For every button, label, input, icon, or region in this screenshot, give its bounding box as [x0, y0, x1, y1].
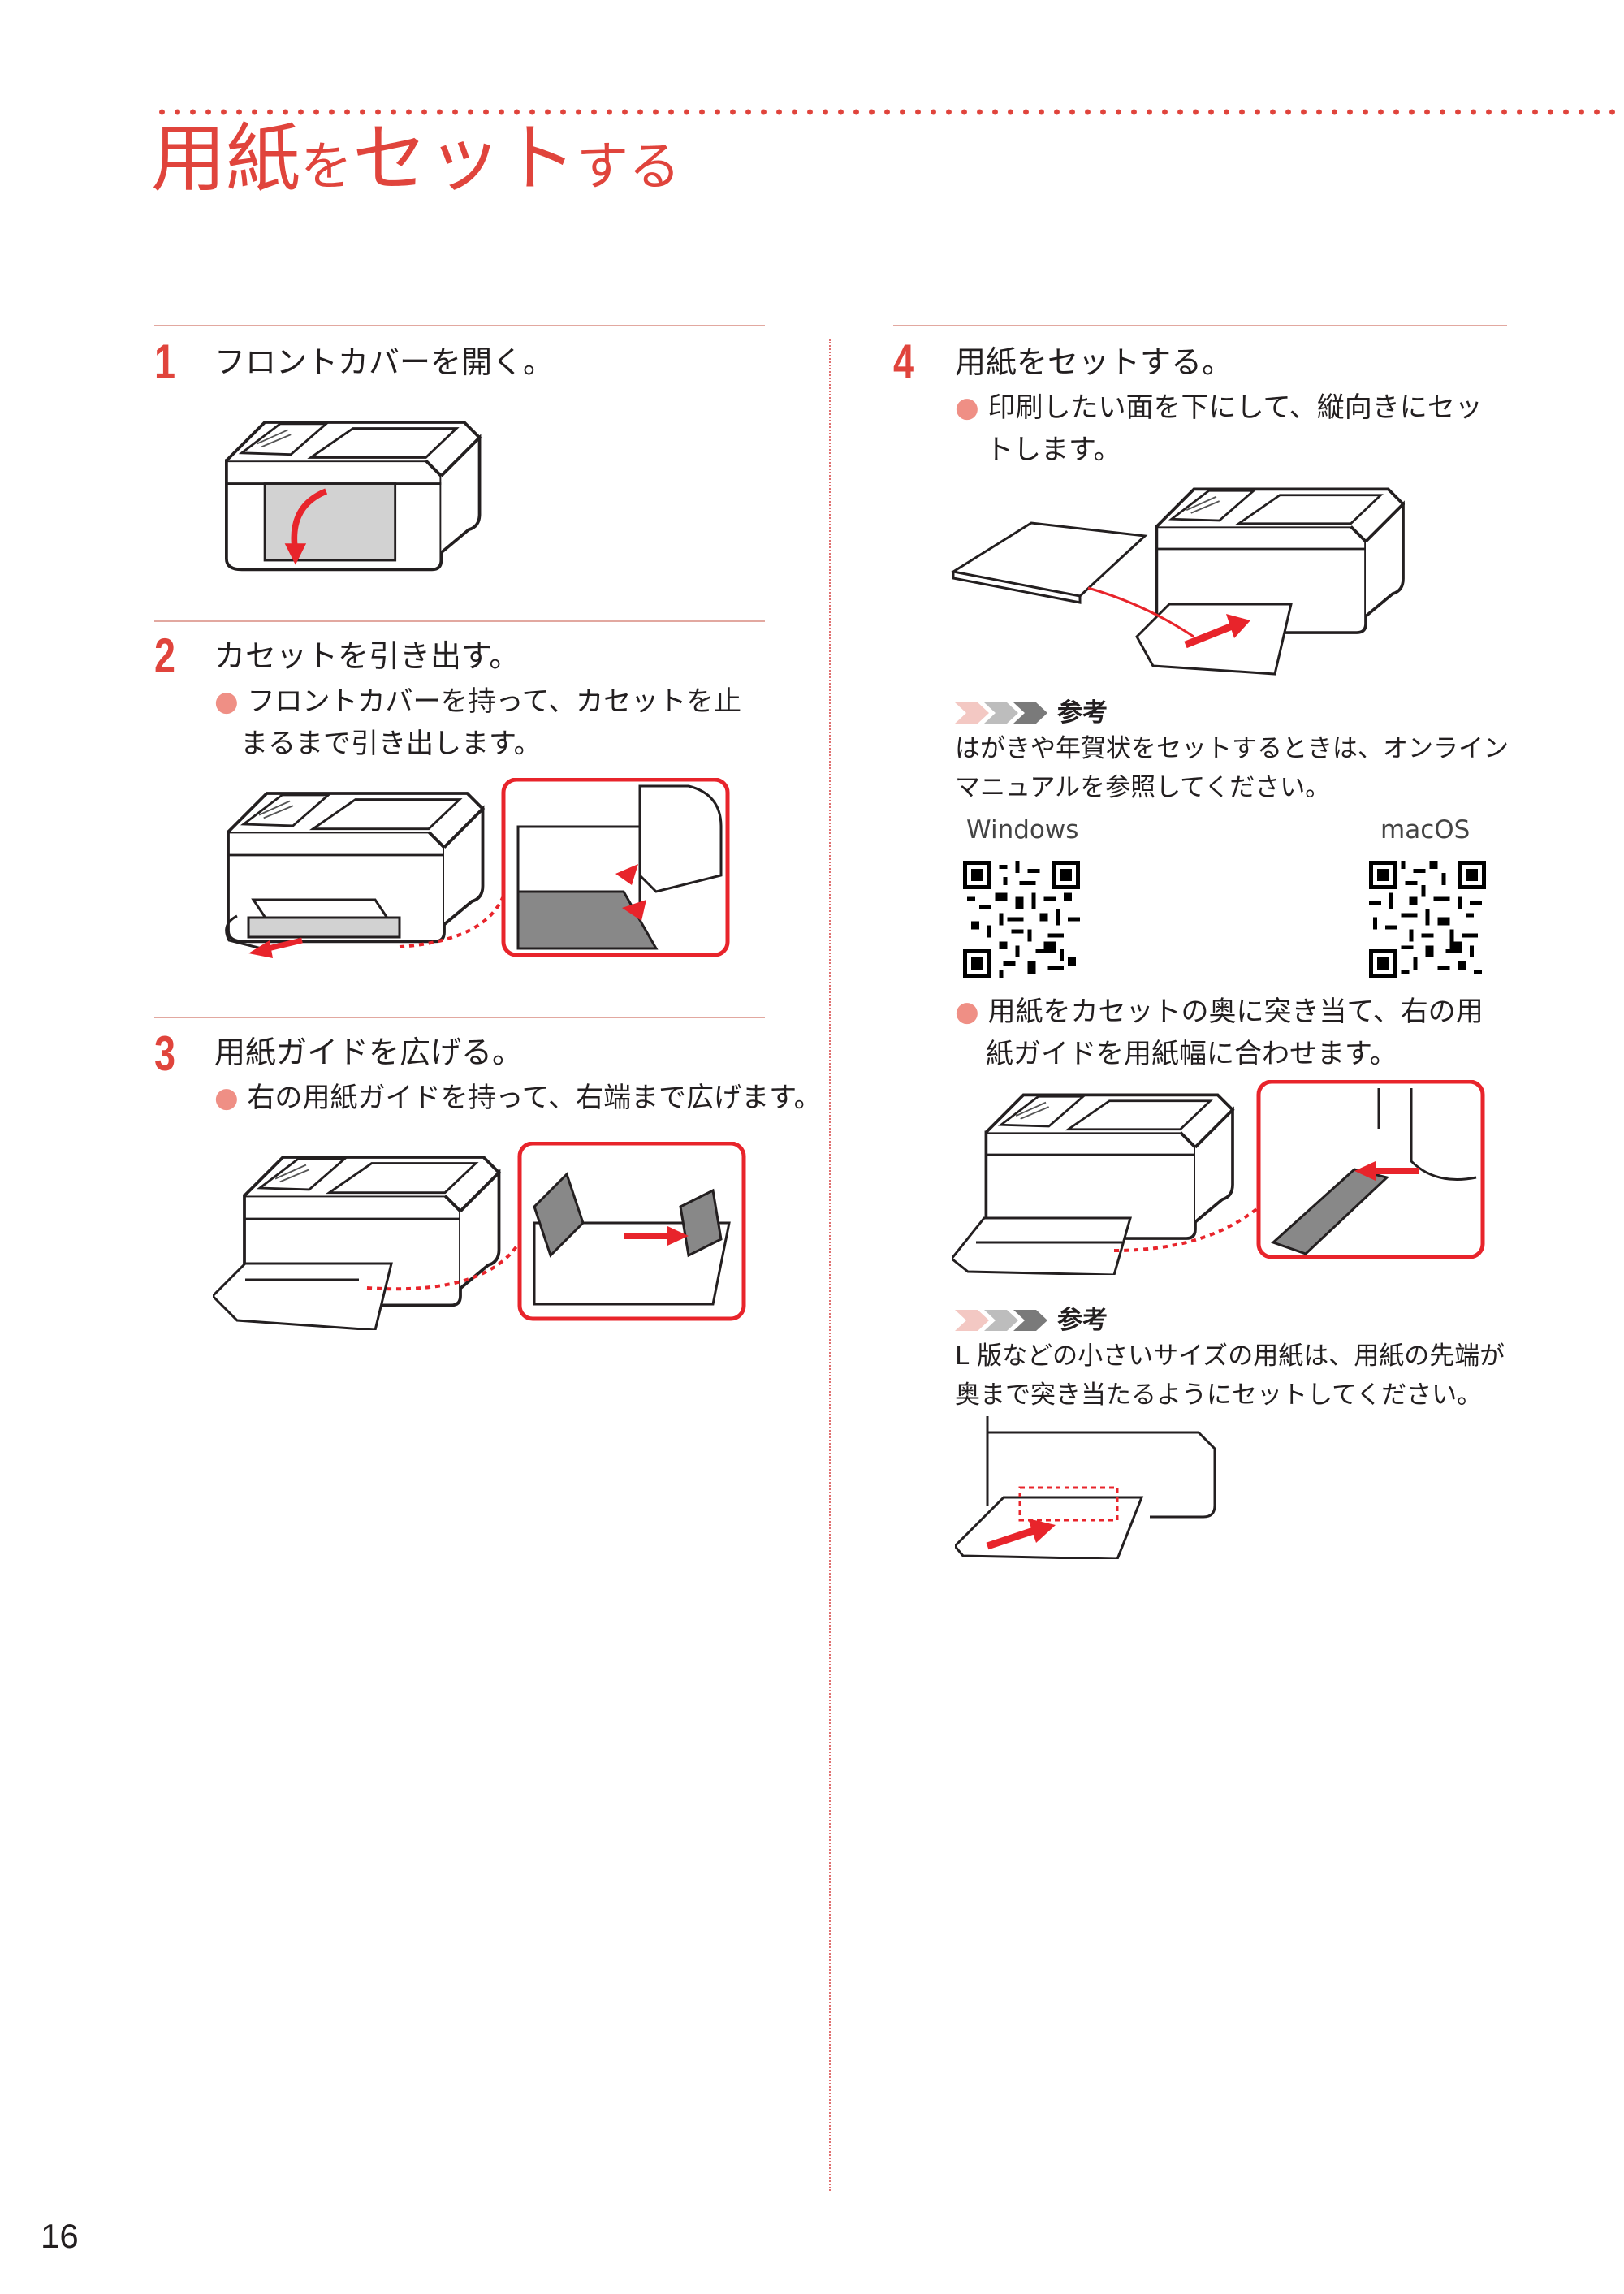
paper-guide-adjust-illustration — [952, 1080, 1488, 1275]
bullet-dot: ● — [214, 1082, 239, 1114]
column-separator — [829, 339, 831, 2191]
step-4-number: 4 — [893, 335, 915, 389]
bullet-dot: ● — [955, 996, 979, 1028]
printer-open-cover-illustration — [224, 421, 482, 572]
step-2-number: 2 — [154, 629, 176, 683]
step-2-title: カセットを引き出す。 — [214, 638, 520, 674]
qr-code-macos[interactable] — [1369, 861, 1486, 978]
load-paper-illustration — [950, 487, 1405, 676]
qr-label-macos: macOS — [1380, 815, 1471, 845]
cassette-pull-out-illustration — [225, 778, 732, 958]
note-2-body: L 版などの小さいサイズの用紙は、用紙の先端が 奥まで突き当たるようにセットして… — [955, 1341, 1505, 1410]
step-1-number: 1 — [154, 335, 176, 389]
step-2-rule — [154, 620, 765, 622]
bullet-dot: ● — [955, 391, 979, 424]
chevron-arrows-icon — [955, 1310, 1047, 1331]
step-1-rule — [154, 325, 765, 326]
qr-code-windows[interactable] — [963, 861, 1080, 978]
note-2-heading: 参考 — [955, 1299, 1108, 1336]
bullet-dot: ● — [214, 685, 239, 718]
step-4-rule — [893, 325, 1507, 326]
step-4-title: 用紙をセットする。 — [955, 344, 1233, 380]
step-2-bullet: ● フロントカバーを持って、カセットを止 まるまで引き出します。 — [214, 685, 742, 760]
header-dotted-rule — [154, 109, 1624, 115]
step-3-title: 用紙ガイドを広げる。 — [214, 1035, 524, 1070]
small-paper-illustration — [955, 1416, 1216, 1559]
qr-label-windows: Windows — [966, 815, 1079, 845]
paper-guide-spread-illustration — [213, 1142, 749, 1330]
step-4-bullet-1: ● 印刷したい面を下にして、縦向きにセッ トします。 — [955, 391, 1483, 466]
note-1-heading: 参考 — [955, 692, 1108, 728]
page-number: 16 — [41, 2217, 79, 2255]
page-title: 用紙をセットする — [151, 115, 681, 202]
step-3-rule — [154, 1017, 765, 1018]
step-1-title: フロントカバーを開く。 — [214, 344, 555, 380]
step-3-number: 3 — [154, 1026, 176, 1081]
step-4-bullet-2: ● 用紙をカセットの奥に突き当て、右の用 紙ガイドを用紙幅に合わせます。 — [955, 996, 1484, 1070]
step-3-bullet: ● 右の用紙ガイドを持って、右端まで広げます。 — [214, 1082, 822, 1114]
note-1-body: はがきや年賀状をセットするときは、オンライン マニュアルを参照してください。 — [955, 734, 1509, 802]
chevron-arrows-icon — [955, 702, 1047, 724]
